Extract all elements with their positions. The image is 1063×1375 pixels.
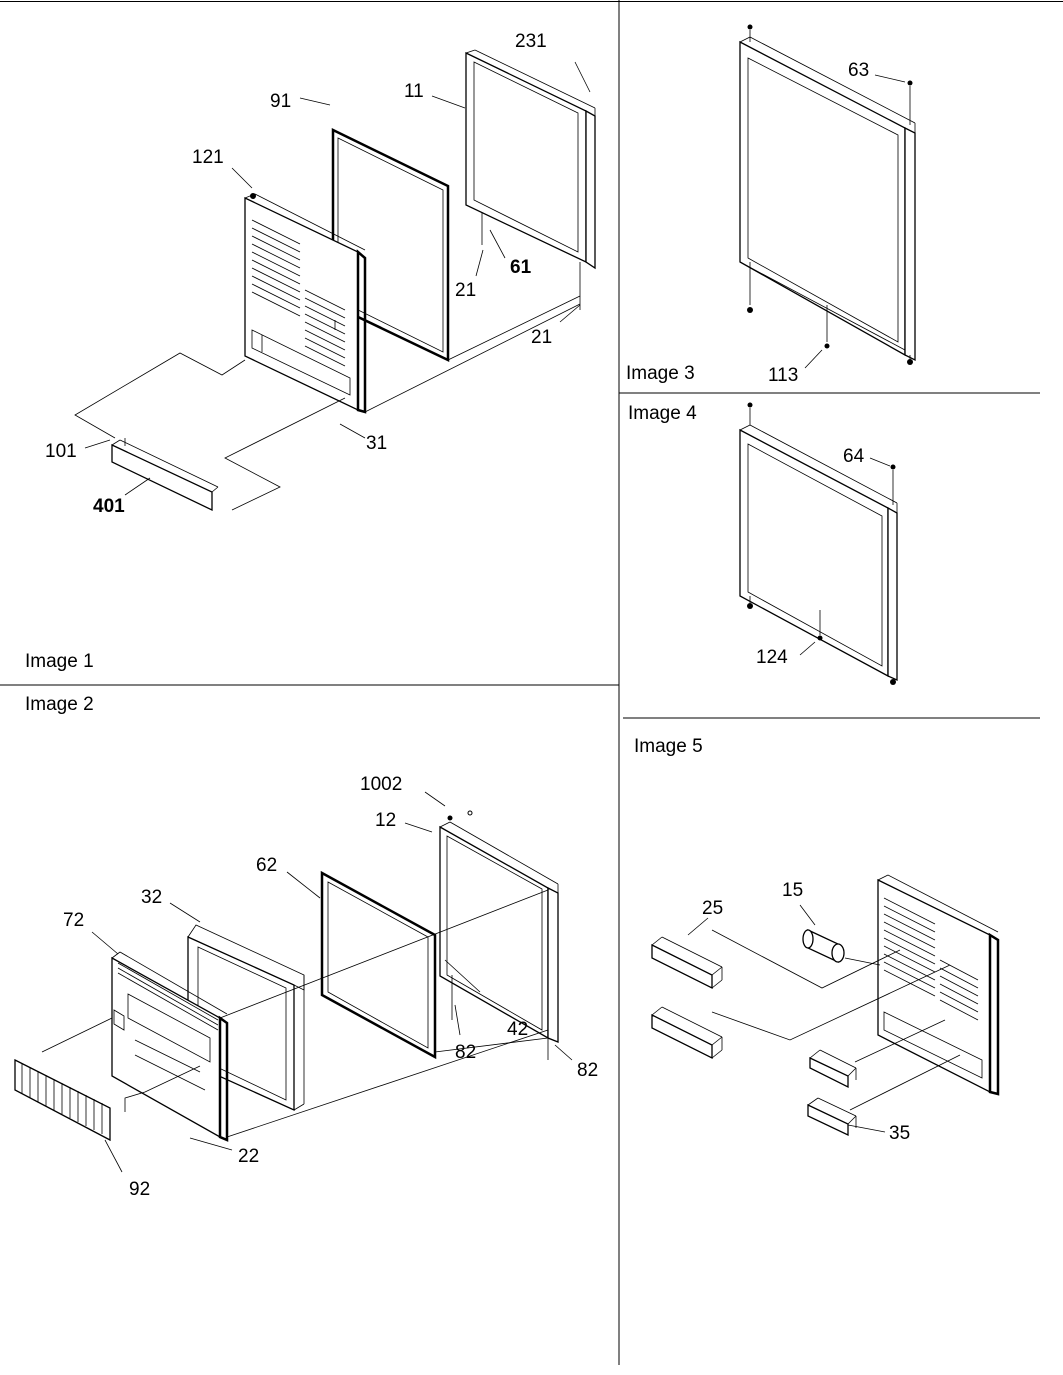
bin-lower xyxy=(651,1006,723,1060)
callout-231: 231 xyxy=(515,31,547,52)
image4-leader-lines xyxy=(749,408,894,656)
cup-upper xyxy=(809,1049,857,1089)
image5-drawing xyxy=(651,874,1000,1137)
callout-64: 64 xyxy=(843,446,865,467)
callout-113: 113 xyxy=(768,365,799,386)
callout-62: 62 xyxy=(256,855,278,876)
callout-91: 91 xyxy=(270,91,292,112)
callout-82-left: 82 xyxy=(455,1042,477,1063)
callout-72: 72 xyxy=(63,910,85,931)
callout-1002: 1002 xyxy=(360,774,403,795)
callout-31: 31 xyxy=(366,433,388,454)
image3-leader-lines xyxy=(749,30,911,369)
callout-32: 32 xyxy=(141,887,163,908)
door-liner-11 xyxy=(465,49,596,270)
image3-title: Image 3 xyxy=(626,363,695,384)
callout-21-left: 21 xyxy=(455,280,477,301)
image4-drawing xyxy=(739,402,898,685)
bin-25 xyxy=(651,936,723,990)
door-72 xyxy=(111,951,229,1142)
callout-63: 63 xyxy=(848,60,870,81)
image5-leader-lines xyxy=(687,904,961,1133)
cup-35 xyxy=(807,1097,857,1137)
callout-92: 92 xyxy=(129,1179,151,1200)
callout-25: 25 xyxy=(702,898,724,919)
callout-82-right: 82 xyxy=(577,1060,599,1081)
callout-124: 124 xyxy=(756,647,788,668)
door-121 xyxy=(244,193,367,414)
image4-title: Image 4 xyxy=(628,403,697,424)
callout-401: 401 xyxy=(93,496,125,517)
cylinder-15 xyxy=(802,928,845,964)
image1-drawing xyxy=(74,49,596,512)
image2-drawing xyxy=(14,791,573,1173)
image2-title: Image 2 xyxy=(25,694,94,715)
callout-15: 15 xyxy=(782,880,804,901)
callout-12: 12 xyxy=(375,810,397,831)
image3-drawing xyxy=(739,24,916,369)
image1-title: Image 1 xyxy=(25,651,94,672)
image2-leader-lines xyxy=(41,791,573,1173)
image5-title: Image 5 xyxy=(634,736,703,757)
gasket-62 xyxy=(320,870,437,1060)
callout-22: 22 xyxy=(238,1146,260,1167)
callout-61: 61 xyxy=(510,257,532,278)
callout-121: 121 xyxy=(192,147,224,168)
image1-leader-lines xyxy=(74,61,591,511)
callout-42: 42 xyxy=(507,1019,529,1040)
kickplate-92 xyxy=(14,1058,111,1142)
door-liner-12 xyxy=(439,810,559,1043)
door-assembly xyxy=(877,874,1000,1096)
callout-101: 101 xyxy=(45,441,77,462)
callout-11: 11 xyxy=(404,81,424,102)
callout-21-right: 21 xyxy=(531,327,553,348)
bottom-trim-401 xyxy=(111,438,219,512)
callout-35: 35 xyxy=(889,1123,911,1144)
